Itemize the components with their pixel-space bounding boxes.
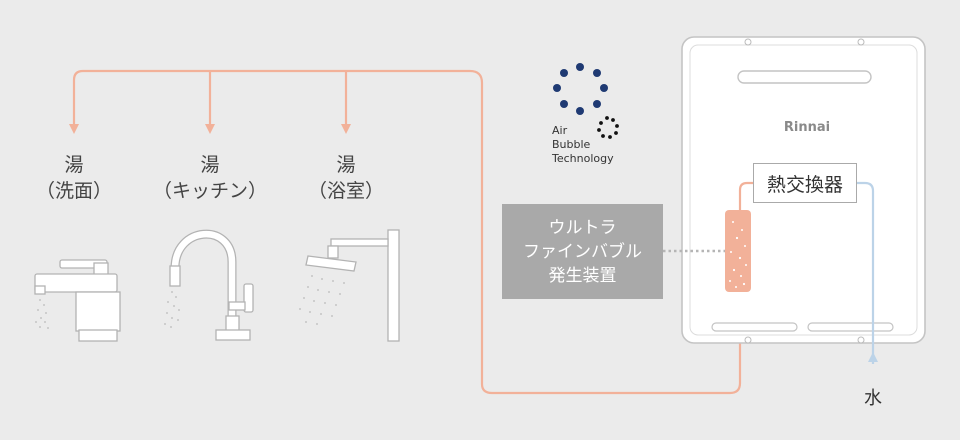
outlet-label-bath: 湯 （浴室） (306, 152, 386, 204)
arrowhead-washroom (69, 124, 79, 134)
bubble-generator-cartridge (725, 210, 751, 292)
exchanger-to-generator-pipe (738, 181, 753, 210)
arrowhead-bath (341, 124, 351, 134)
outlet-kitchen-line2: （キッチン） (152, 180, 267, 202)
bath-water-spray (299, 275, 345, 325)
ultrafine-bubble-generator-box: ウルトラ ファインバブル 発生装置 (502, 204, 663, 299)
outlet-washroom-line1: 湯 (64, 154, 84, 176)
kitchen-faucet-icon (169, 229, 254, 341)
outlet-label-kitchen: 湯 （キッチン） (150, 152, 270, 204)
hot-water-pipe (72, 69, 742, 395)
air-bubble-logo-text: Air Bubble Technology (552, 124, 614, 166)
washroom-faucet-icon (34, 259, 121, 342)
cold-water-arrowhead (868, 352, 878, 362)
uf-line3: 発生装置 (548, 265, 617, 286)
heat-exchanger-box: 熱交換器 (753, 163, 857, 203)
outlet-bath-line1: 湯 (336, 154, 356, 176)
uf-line2: ファインバブル (523, 241, 642, 262)
kitchen-water-spray (164, 291, 180, 328)
heater-vent (737, 70, 872, 84)
arrowhead-kitchen (205, 124, 215, 134)
air-bubble-small-dots (597, 116, 619, 139)
outlet-bath-line2: （浴室） (307, 180, 384, 202)
washroom-water-spray (35, 299, 49, 329)
outlet-washroom-line2: （洗面） (35, 180, 112, 202)
cold-water-pipe (857, 181, 875, 364)
uf-line1: ウルトラ (548, 217, 617, 238)
outlet-kitchen-line1: 湯 (200, 154, 220, 176)
abt-line3: Technology (552, 152, 614, 165)
water-inlet-label: 水 (864, 388, 882, 409)
bath-shower-icon (305, 229, 400, 342)
heater-bottom-slot-right (807, 322, 894, 332)
heat-exchanger-label: 熱交換器 (766, 173, 843, 196)
heater-brand: Rinnai (783, 120, 831, 135)
outlet-label-washroom: 湯 （洗面） (34, 152, 114, 204)
abt-line2: Bubble (552, 138, 591, 151)
heater-bottom-slot-left (711, 322, 798, 332)
air-bubble-logo-dots (553, 63, 608, 115)
abt-line1: Air (552, 124, 568, 137)
